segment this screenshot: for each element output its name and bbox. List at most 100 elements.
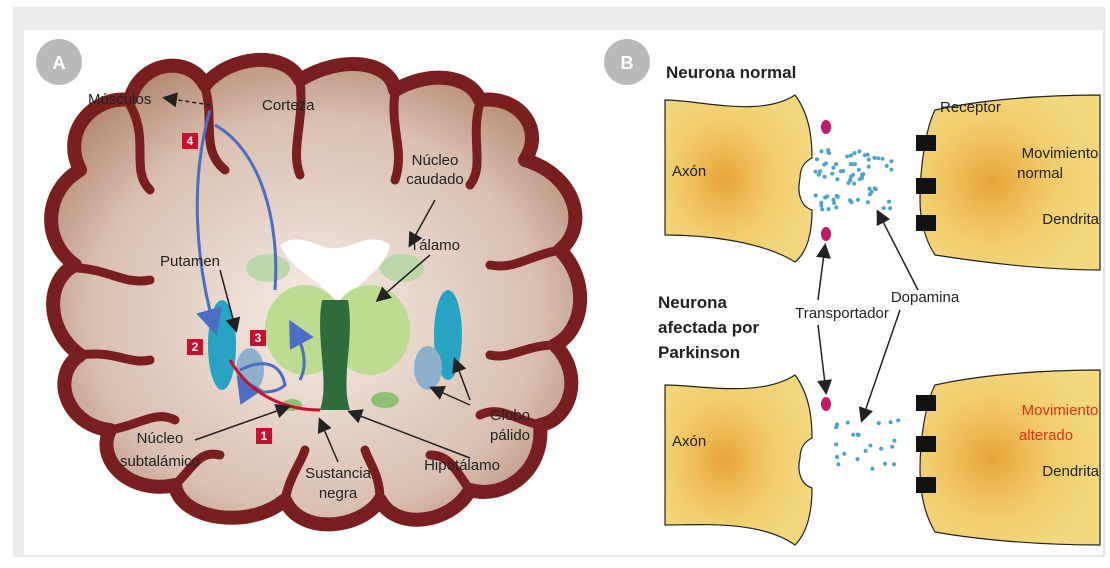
dopamine-dot — [850, 200, 854, 204]
svg-text:1: 1 — [261, 429, 268, 443]
dopamine-dot — [883, 462, 887, 466]
dopamine-dot — [826, 148, 830, 152]
dopamine-dot — [876, 156, 880, 160]
badge-1: 1 — [256, 428, 272, 444]
svg-text:3: 3 — [255, 331, 262, 345]
dopamine-dot — [814, 193, 818, 197]
dopamine-dot — [890, 445, 894, 449]
dopamine-dot — [856, 433, 860, 437]
dopamine-dot — [860, 176, 864, 180]
dopamine-dot — [857, 168, 861, 172]
dopamine-dot — [835, 177, 839, 181]
dopamine-dot — [879, 447, 883, 451]
dopamine-dot — [872, 156, 876, 160]
dopamine-dot — [835, 423, 839, 427]
dendrite-top — [920, 95, 1100, 270]
title-affected-1: Neurona — [658, 293, 728, 312]
dopamine-dot — [870, 190, 874, 194]
dopamine-dot — [831, 198, 835, 202]
label-dendrita-bottom: Dendrita — [1042, 463, 1099, 480]
label-nucleo-sub-1: Núcleo — [137, 430, 184, 447]
dopamine-dot — [866, 200, 870, 204]
label-mov-normal-1: Movimiento — [1022, 145, 1099, 162]
dopamine-dot — [857, 149, 861, 153]
dopamine-dot — [835, 194, 839, 198]
label-mov-normal-2: normal — [1017, 165, 1063, 182]
dopamine-dot — [842, 452, 846, 456]
receptor-top-3 — [916, 215, 936, 231]
dopamine-dot — [856, 457, 860, 461]
transporter-bottom — [821, 397, 831, 411]
dopamine-dot — [835, 455, 839, 459]
dopamine-dot — [836, 462, 840, 466]
dopamine-dot — [831, 166, 835, 170]
dopamine-dot — [815, 157, 819, 161]
label-receptor: Receptor — [940, 99, 1001, 116]
label-globo-2: pálido — [490, 427, 530, 444]
dopamine-dot — [823, 175, 827, 179]
dopamine-dot — [823, 196, 827, 200]
label-axon-top: Axón — [672, 163, 706, 180]
dopamine-dot — [888, 206, 892, 210]
dopamine-dot — [853, 151, 857, 155]
frame-top-shade — [14, 8, 1104, 30]
label-talamo: Tálamo — [410, 237, 460, 254]
dopamine-dot — [852, 182, 856, 186]
badge-3: 3 — [250, 330, 266, 346]
title-affected-3: Parkinson — [658, 343, 740, 362]
badge-4: 4 — [182, 133, 198, 149]
title-affected-2: afectada por — [658, 318, 759, 337]
dopamine-dot — [830, 172, 834, 176]
dopamine-dot — [814, 170, 818, 174]
receptor-top-1 — [916, 135, 936, 151]
receptor-top-2 — [916, 178, 936, 194]
dopamine-dot — [824, 161, 828, 165]
label-nucleo-caudado-2: caudado — [406, 171, 464, 188]
label-mov-altered-2: alterado — [1019, 427, 1073, 444]
dopamine-dot — [889, 168, 893, 172]
dopamine-dot — [818, 169, 822, 173]
svg-text:2: 2 — [192, 340, 199, 354]
receptor-bottom-3 — [916, 477, 936, 493]
label-dendrita-top: Dendrita — [1042, 211, 1099, 228]
dopamine-dot — [889, 420, 893, 424]
dopamine-dot — [849, 153, 853, 157]
label-putamen: Putamen — [160, 253, 220, 270]
label-dopamina: Dopamina — [891, 289, 960, 306]
hypothalamus — [371, 392, 399, 408]
transporter-top-1 — [821, 120, 831, 134]
dopamine-dot — [856, 198, 860, 202]
label-hipotalamo: Hipotálamo — [424, 457, 500, 474]
label-axon-bottom: Axón — [672, 433, 706, 450]
dopamine-dot — [873, 186, 877, 190]
dopamine-dot — [882, 206, 886, 210]
dopamine-dot — [863, 153, 867, 157]
dopamine-dot — [839, 169, 843, 173]
label-globo-1: Globo — [490, 407, 530, 424]
label-musculos: Músculos — [88, 91, 151, 108]
receptor-bottom-1 — [916, 395, 936, 411]
label-corteza: Corteza — [262, 97, 315, 114]
caudate-left — [246, 254, 290, 282]
dopamine-dot — [820, 149, 824, 153]
globus-pallidus-right — [414, 346, 442, 390]
axon-bottom — [665, 375, 812, 545]
dopamine-dot — [867, 165, 871, 169]
dopamine-dot — [834, 205, 838, 209]
panel-a-letter: A — [53, 53, 66, 73]
transporter-top-2 — [821, 227, 831, 241]
dopamine-dot — [851, 433, 855, 437]
label-nucleo-sub-2: subtalámico — [120, 453, 200, 470]
label-nucleo-caudado-1: Núcleo — [412, 152, 459, 169]
dopamine-dot — [867, 158, 871, 162]
label-sustancia-1: Sustancia — [305, 465, 372, 482]
badge-2: 2 — [187, 339, 203, 355]
panel-a: 4 2 3 1 A Músculos Corteza Núcleo caudad… — [36, 39, 580, 524]
dopamine-dot — [827, 207, 831, 211]
receptor-bottom-2 — [916, 436, 936, 452]
brainstem — [320, 300, 350, 410]
dopamine-dot — [846, 421, 850, 425]
dopamine-dot — [834, 442, 838, 446]
dopamine-dot — [834, 162, 838, 166]
